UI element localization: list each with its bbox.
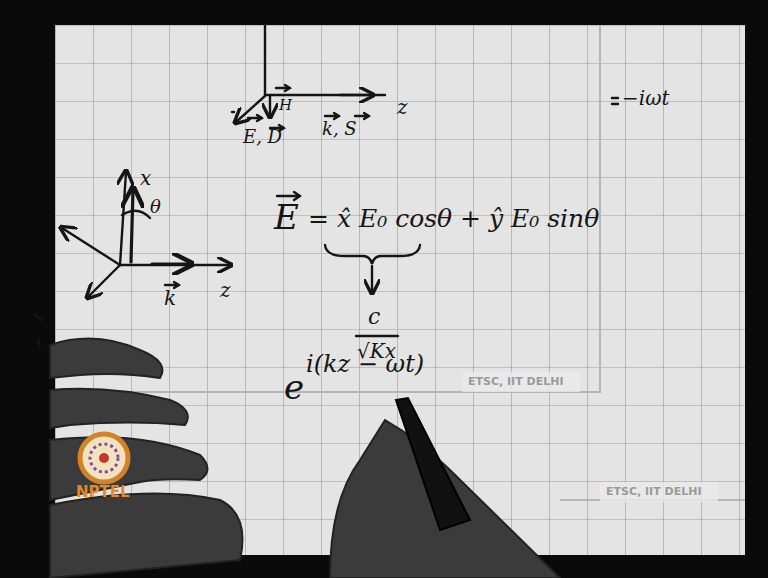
vector-label: H bbox=[279, 98, 292, 113]
note-text: −iωt bbox=[622, 88, 670, 108]
axis-label: z bbox=[220, 280, 231, 300]
angle-label: θ bbox=[150, 198, 161, 216]
equation-text: c bbox=[368, 306, 380, 328]
vector-label: E bbox=[274, 200, 299, 234]
logo-text: NPTEL bbox=[76, 485, 130, 500]
axis-label: x bbox=[140, 168, 151, 188]
watermark: ETSC, IIT DELHI bbox=[468, 376, 564, 387]
vector-label: k bbox=[164, 288, 176, 308]
vector-label: E, D bbox=[243, 128, 282, 146]
vector-label: k, S bbox=[322, 120, 357, 138]
equation-text: e bbox=[284, 370, 304, 404]
equation-text: = x̂ E₀ cosθ + ŷ E₀ sinθ bbox=[308, 206, 599, 231]
equation-text: i(kz − ωt) bbox=[306, 352, 424, 376]
axis-label: z bbox=[397, 97, 408, 117]
watermark: ETSC, IIT DELHI bbox=[606, 486, 702, 497]
